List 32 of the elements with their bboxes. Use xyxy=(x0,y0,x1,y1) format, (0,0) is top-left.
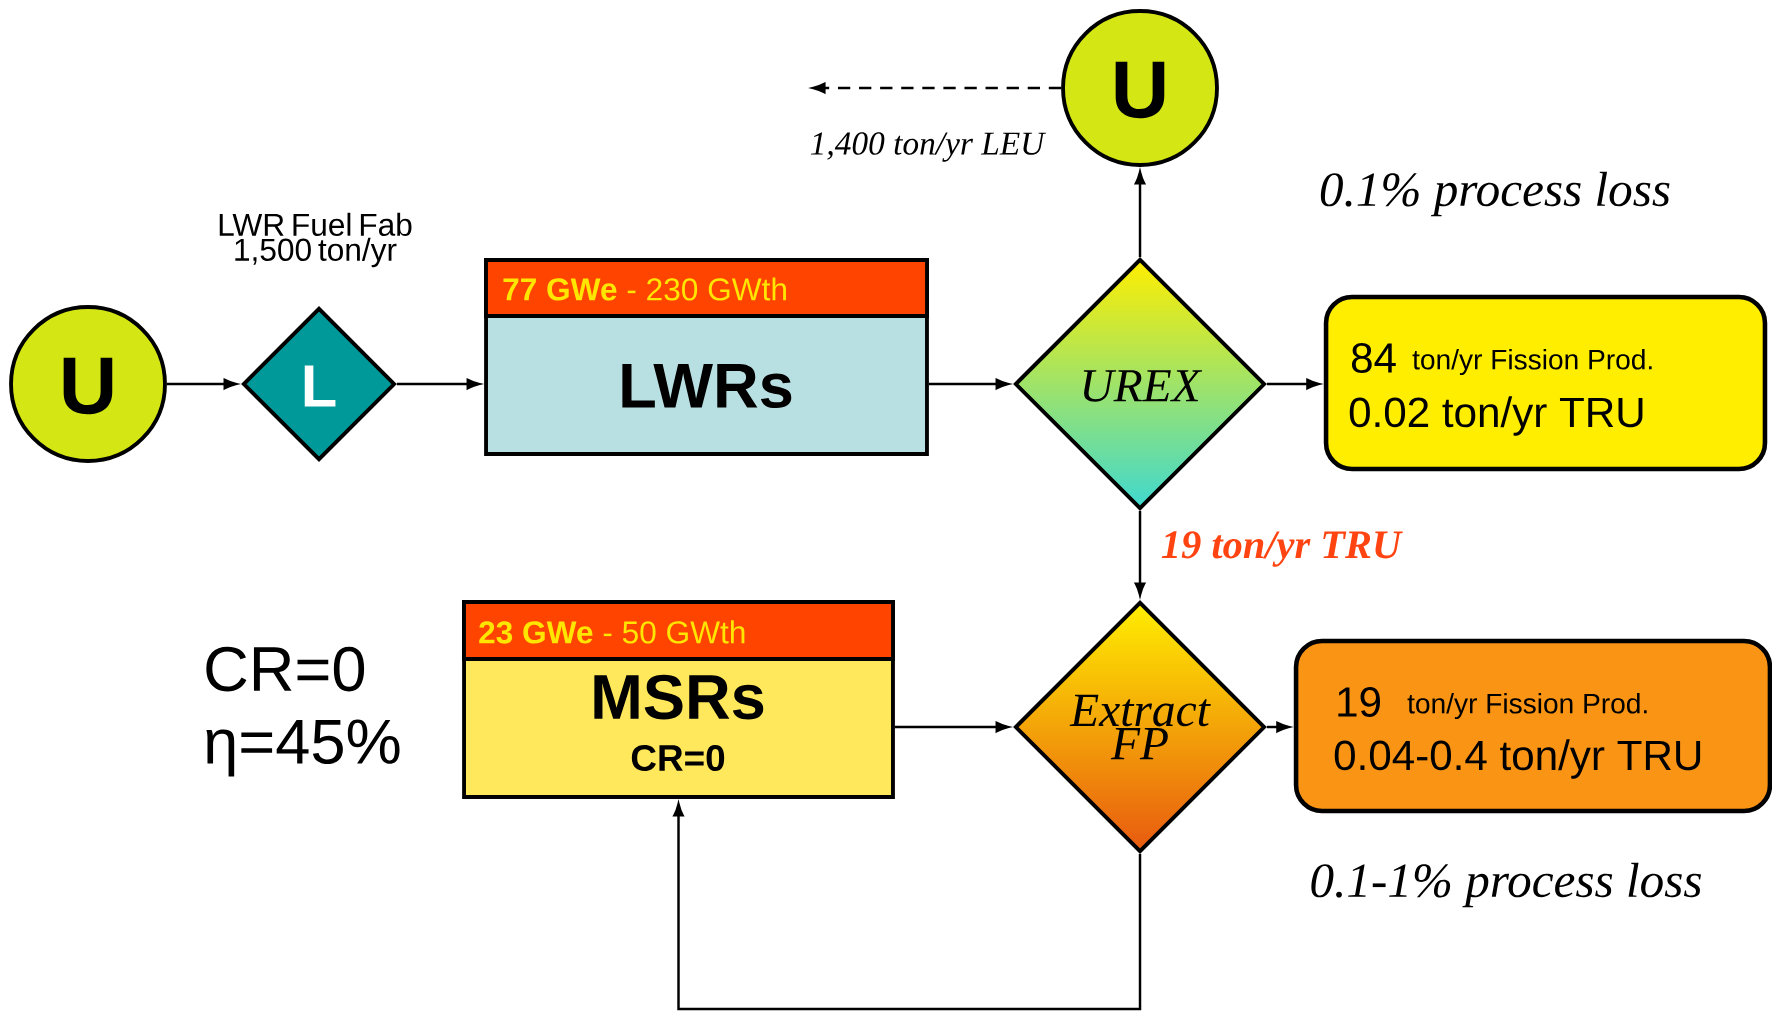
output-value: 84 xyxy=(1351,343,1396,373)
uranium-circle xyxy=(9,305,167,463)
output-text: 0.04-0.4 ton/yr TRU xyxy=(1334,739,1701,779)
note-text: CR=0 xyxy=(206,646,365,692)
note-text: η=45% xyxy=(206,719,400,777)
caption-text: LWR Fuel Fab 1,500 ton/yr xyxy=(219,212,412,268)
output-text: ton/yr Fission Prod. xyxy=(1412,348,1652,376)
box-subtitle: CR=0 xyxy=(631,744,725,772)
note-text: 0.1-1% process loss xyxy=(1311,862,1701,908)
process-diamond xyxy=(1013,257,1267,511)
box-heading: 23 GWe - 50 GWth xyxy=(479,620,745,644)
process-label: Extract FP xyxy=(1069,694,1211,760)
reactor-box xyxy=(462,600,895,799)
uranium-circle xyxy=(1061,9,1219,167)
edge-label: 1,400 ton/yr LEU xyxy=(806,128,1048,166)
process-diamond xyxy=(1013,600,1267,854)
box-title: LWRs xyxy=(622,363,792,409)
output-text: 0.02 ton/yr TRU xyxy=(1349,396,1643,436)
box-heading: 77 GWe - 230 GWth xyxy=(503,277,786,301)
box-title: MSRs xyxy=(594,674,764,720)
process-label: UREX xyxy=(1083,370,1203,402)
diamond-letter: L xyxy=(304,365,336,407)
circle-letter: U xyxy=(63,357,113,415)
edge-label: 19 ton/yr TRU xyxy=(1157,527,1405,571)
note-text: 0.1% process loss xyxy=(1320,171,1670,217)
output-box xyxy=(1293,638,1772,814)
circle-letter: U xyxy=(1115,61,1165,119)
output-text: ton/yr Fission Prod. xyxy=(1407,692,1647,720)
reactor-box xyxy=(484,258,929,456)
fabrication-diamond xyxy=(219,212,412,462)
output-box xyxy=(1323,294,1768,472)
output-value: 19 xyxy=(1338,687,1380,717)
